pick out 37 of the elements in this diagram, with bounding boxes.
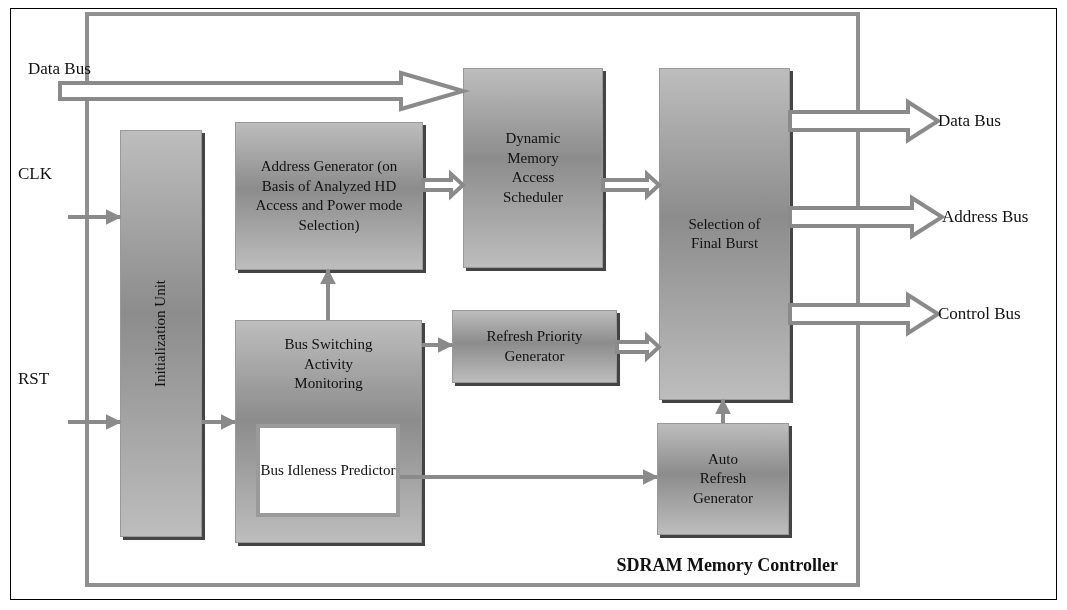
arrow: [68, 209, 122, 225]
process-block: [120, 130, 202, 537]
bus-arrow: [421, 169, 466, 201]
signal-label: Address Bus: [942, 205, 1029, 228]
arrow: [320, 268, 336, 320]
controller-title: SDRAM Memory Controller: [616, 553, 838, 577]
process-block: [235, 122, 423, 270]
signal-label: RST: [18, 367, 50, 390]
arrow: [422, 337, 454, 353]
process-block: [659, 68, 790, 400]
bus-arrow: [615, 331, 662, 363]
arrow: [400, 469, 659, 485]
block-label: Selection of Final Burst: [687, 214, 762, 253]
arrow: [68, 414, 122, 430]
arrow: [202, 414, 237, 430]
block-label: Auto Refresh Generator: [692, 449, 754, 508]
block-label: Bus Switching Activity Monitoring: [283, 335, 374, 393]
bus-arrow: [788, 98, 942, 144]
bus-arrow: [788, 291, 942, 337]
bus-arrow: [601, 169, 662, 201]
arrow: [715, 398, 731, 423]
signal-label: Control Bus: [938, 302, 1021, 325]
bus-arrow: [58, 70, 471, 112]
block-label: Address Generator (on Basis of Analyzed HD Access and Power mode Selection): [254, 157, 404, 235]
block-label: Bus Idleness Predictor: [260, 460, 396, 480]
block-label: Initialization Unit: [151, 279, 170, 388]
block-label: Dynamic Memory Access Scheduler: [502, 129, 564, 207]
bus-arrow: [788, 194, 946, 240]
process-block: [235, 320, 422, 543]
process-block: [452, 310, 617, 383]
process-box: [256, 424, 400, 517]
signal-label: CLK: [18, 162, 52, 185]
process-block: [657, 423, 789, 535]
signal-label: Data Bus: [28, 57, 91, 80]
process-block: [463, 68, 603, 268]
block-label: Refresh Priority Generator: [485, 327, 584, 366]
signal-label: Data Bus: [938, 109, 1001, 132]
